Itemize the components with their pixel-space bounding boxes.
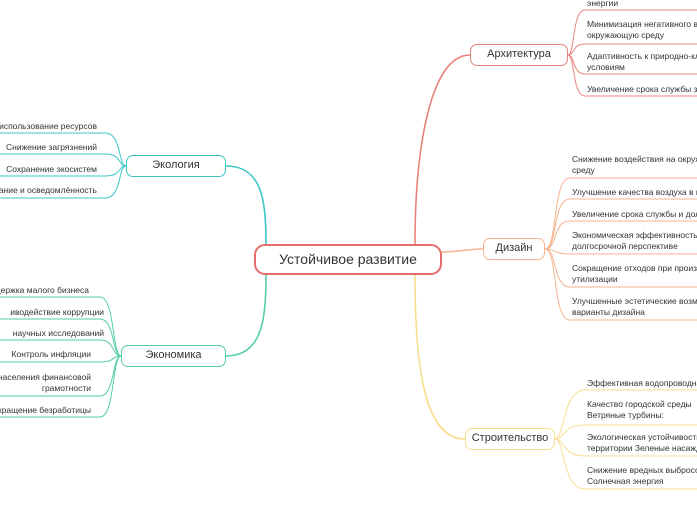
leaf-design-6[interactable]: Улучшенные эстетические возмо варианты д… xyxy=(572,296,697,317)
edge-root-design xyxy=(441,248,484,253)
branch-ecology[interactable]: Экология xyxy=(126,155,226,177)
leaf-economy-6[interactable]: окращение безработицы xyxy=(0,405,91,415)
edge-root-economy xyxy=(225,274,267,357)
leaf-design-5[interactable]: Сокращение отходов при произв утилизации xyxy=(572,263,697,284)
branch-economy[interactable]: Экономика xyxy=(121,345,226,367)
leaf-economy-5[interactable]: населения финансовой грамотности xyxy=(0,372,91,393)
leaf-architecture-2[interactable]: Минимизация негативного вл окружающую ср… xyxy=(587,19,697,40)
leaf-ecology-3[interactable]: Сохранение экосистем xyxy=(6,164,97,174)
leaf-ecology-4[interactable]: вание и осведомлённость xyxy=(0,185,97,195)
leaf-economy-1[interactable]: ддержка малого бизнеса xyxy=(0,285,89,295)
leaf-construction-1[interactable]: Эффективная водопроводная xyxy=(587,378,697,388)
edge-root-architecture xyxy=(414,54,471,245)
branch-architecture[interactable]: Архитектура xyxy=(470,44,568,66)
leaf-ecology-2[interactable]: Снижение загрязнений xyxy=(6,142,97,152)
edge-root-construction xyxy=(414,274,466,440)
leaf-design-1[interactable]: Снижение воздействия на окруж среду xyxy=(572,154,697,175)
edges-design xyxy=(544,177,697,321)
leaf-architecture-3[interactable]: Адаптивность к природно-кл условиям xyxy=(587,51,697,72)
edge-root-ecology xyxy=(225,165,267,245)
leaf-design-4[interactable]: Экономическая эффективность в долгосрочн… xyxy=(572,230,697,251)
leaf-economy-4[interactable]: Контроль инфляции xyxy=(11,349,91,359)
edges-ecology xyxy=(0,132,127,199)
branch-construction[interactable]: Строительство xyxy=(465,428,555,450)
leaf-economy-3[interactable]: научных исследований xyxy=(12,328,104,338)
leaf-construction-2[interactable]: Качество городской среды Ветряные турбин… xyxy=(587,399,692,420)
leaf-economy-2[interactable]: иводействие коррупции xyxy=(10,307,104,317)
edges-architecture xyxy=(567,9,697,97)
leaf-architecture-4[interactable]: Увеличение срока службы зд xyxy=(587,84,697,94)
leaf-design-2[interactable]: Улучшение качества воздуха в п xyxy=(572,187,697,197)
edges-economy xyxy=(0,296,122,418)
leaf-construction-3[interactable]: Экологическая устойчивость территории Зе… xyxy=(587,432,697,453)
edges-construction xyxy=(554,389,697,490)
branch-design[interactable]: Дизайн xyxy=(483,238,545,260)
leaf-design-3[interactable]: Увеличение срока службы и дол xyxy=(572,209,697,219)
leaf-architecture-1[interactable]: энергии xyxy=(587,0,619,8)
leaf-ecology-1[interactable]: е использование ресурсов xyxy=(0,121,97,131)
leaf-construction-4[interactable]: Снижение вредных выбросо Солнечная энерг… xyxy=(587,465,697,486)
root-node[interactable]: Устойчивое развитие xyxy=(254,244,442,275)
